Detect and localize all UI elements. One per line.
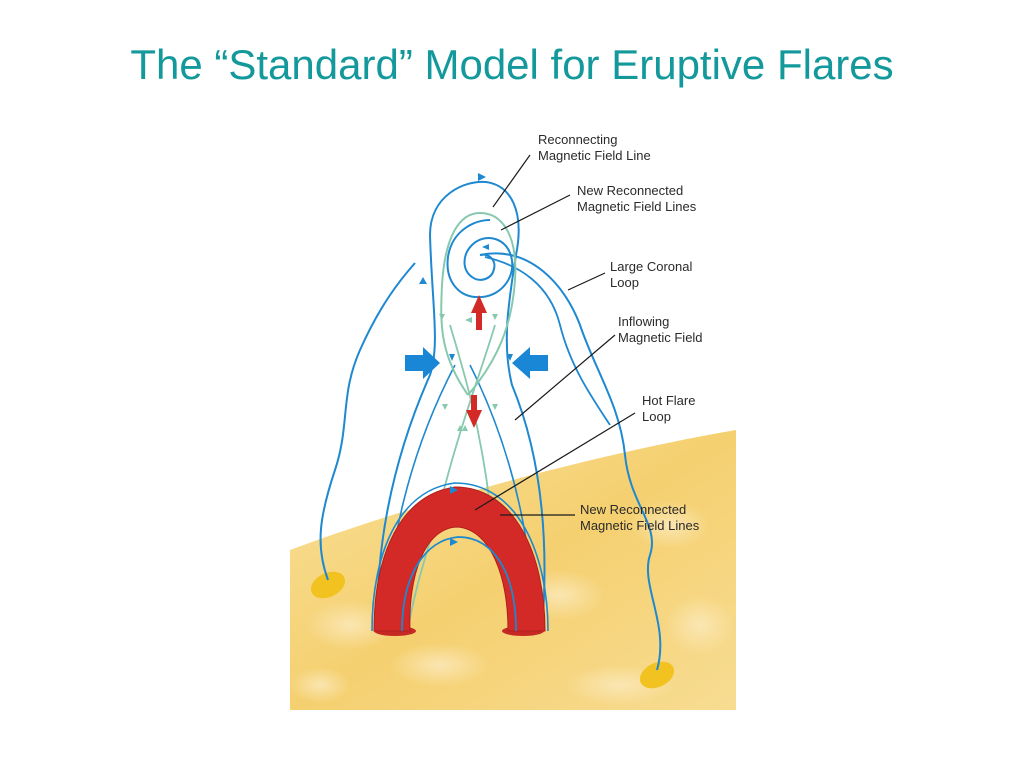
reconnecting-field-line-outer xyxy=(376,180,546,631)
large-coronal-loop-left xyxy=(319,262,416,581)
label-hot-flare-loop: Hot Flare Loop xyxy=(642,393,699,424)
leader-lines xyxy=(474,154,636,516)
plasmoid-spiral xyxy=(446,219,514,299)
right-outer-line xyxy=(484,256,611,426)
inflow-arrow-right xyxy=(512,347,548,379)
green-arrowheads xyxy=(439,314,498,431)
downward-outflow-arrow xyxy=(466,395,482,428)
inflow-arrow-left xyxy=(405,347,440,379)
label-reconnecting-field-line: Reconnecting Magnetic Field Line xyxy=(538,132,651,163)
footpoint-left-yellow xyxy=(310,571,346,599)
label-new-reconnected-bottom: New Reconnected Magnetic Field Lines xyxy=(580,502,700,533)
new-reconnected-field-lines-lower xyxy=(401,536,517,632)
label-inflowing-magnetic-field: Inflowing Magnetic Field xyxy=(618,314,703,345)
footpoint-right-yellow xyxy=(639,661,675,689)
label-large-coronal-loop: Large Coronal Loop xyxy=(610,259,696,290)
eruptive-flare-diagram: Reconnecting Magnetic Field Line New Rec… xyxy=(290,125,736,710)
hot-flare-loop xyxy=(373,486,546,632)
slide-title: The “Standard” Model for Eruptive Flares xyxy=(130,41,894,88)
field-direction-arrowheads xyxy=(419,173,513,546)
upward-outflow-arrow xyxy=(471,295,487,330)
label-new-reconnected-top: New Reconnected Magnetic Field Lines xyxy=(577,183,697,214)
new-reconnected-field-lines-top xyxy=(440,211,517,396)
large-coronal-loop-right xyxy=(479,252,662,671)
flare-loop-outer-line xyxy=(371,482,549,632)
